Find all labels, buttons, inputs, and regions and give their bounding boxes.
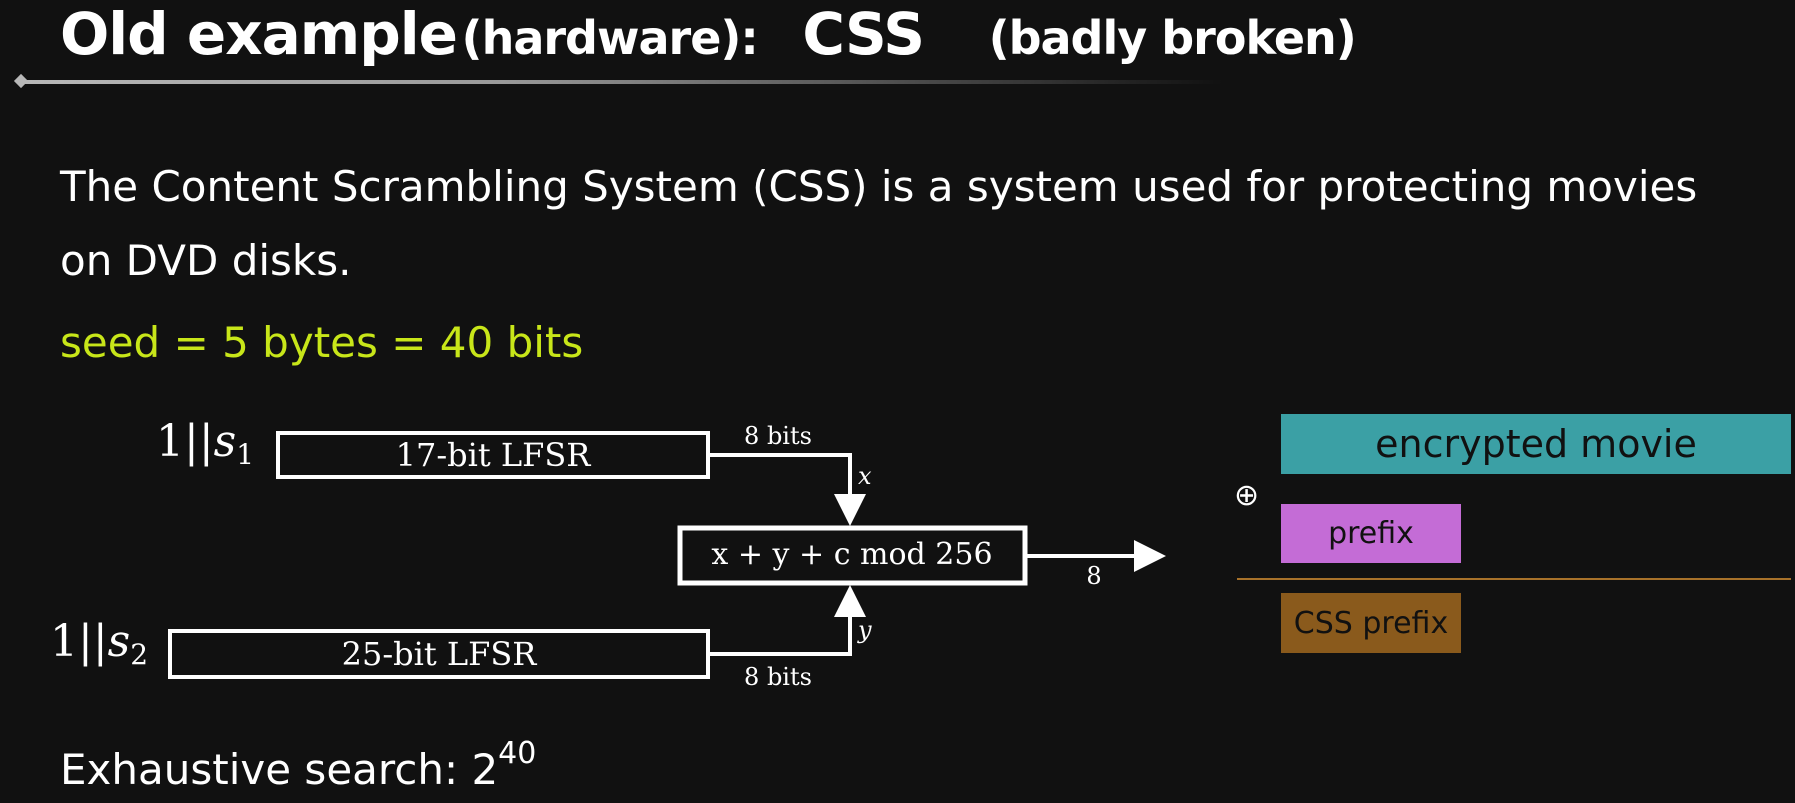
input-1-label: 1||s1 bbox=[156, 416, 254, 471]
output-width-label: 8 bbox=[1086, 562, 1101, 590]
intro-paragraph: The Content Scrambling System (CSS) is a… bbox=[60, 162, 1698, 285]
title-underline-diamond bbox=[13, 73, 29, 89]
lfsr-17-output-line bbox=[708, 453, 866, 526]
prefix-box: prefix bbox=[1281, 504, 1461, 563]
x-variable-label: x bbox=[858, 462, 872, 490]
xor-symbol: ⊕ bbox=[1234, 478, 1260, 513]
title-css: CSS bbox=[802, 0, 925, 68]
css-lfsr-diagram: 1||s1 17-bit LFSR 8 bits x x + y + c mod… bbox=[50, 416, 1166, 691]
y-variable-label: y bbox=[857, 616, 872, 644]
stack-divider bbox=[1237, 578, 1791, 580]
title-badly-broken: (badly broken) bbox=[988, 11, 1357, 65]
slide-title: Old example (hardware): CSS (badly broke… bbox=[60, 0, 1357, 68]
css-prefix-box: CSS prefix bbox=[1281, 593, 1461, 653]
lfsr-25-output-line bbox=[708, 585, 866, 656]
lfsr-25-label: 25-bit LFSR bbox=[342, 635, 538, 673]
seed-text: seed = 5 bytes = 40 bits bbox=[60, 318, 584, 367]
title-underline bbox=[22, 80, 1222, 84]
exhaustive-search-label: Exhaustive search: 2 bbox=[60, 745, 499, 794]
exhaustive-search-text: Exhaustive search: 240 bbox=[60, 736, 536, 794]
title-main: Old example bbox=[60, 0, 458, 68]
exhaustive-search-exponent: 40 bbox=[498, 736, 537, 771]
lfsr-17-label: 17-bit LFSR bbox=[396, 436, 592, 474]
title-hardware: (hardware): bbox=[461, 11, 759, 65]
adder-label: x + y + c mod 256 bbox=[711, 537, 992, 572]
top-bits-label: 8 bits bbox=[744, 422, 812, 450]
input-2-label: 1||s2 bbox=[50, 616, 148, 671]
encrypted-movie-box: encrypted movie bbox=[1281, 414, 1791, 474]
bottom-bits-label: 8 bits bbox=[744, 663, 812, 691]
